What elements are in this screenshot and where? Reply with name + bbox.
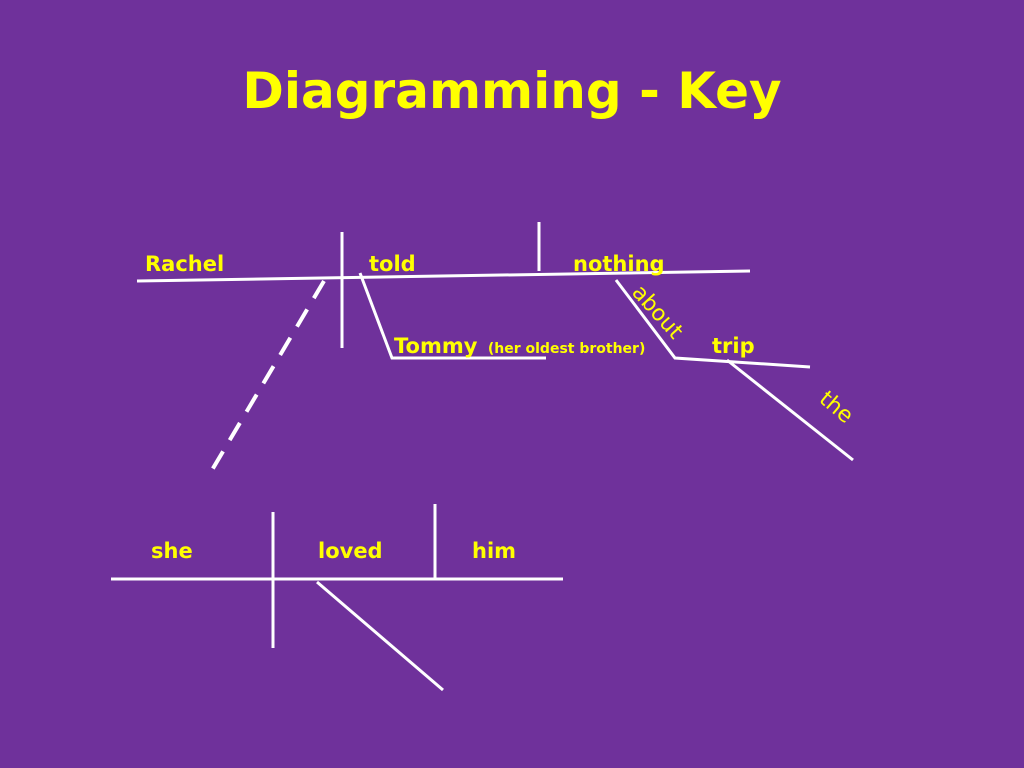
sub-modifier-line xyxy=(316,580,444,692)
word-appositive: (her oldest brother) xyxy=(488,341,645,357)
word-article: the xyxy=(814,386,858,428)
indirect-object-group: Tommy (her oldest brother) xyxy=(394,334,645,358)
word-sub-object: him xyxy=(472,539,516,563)
article-modifier-line xyxy=(726,358,854,462)
indirect-object-line xyxy=(358,272,546,360)
clause-connector-dashed-line xyxy=(210,279,326,472)
word-sub-subject: she xyxy=(151,539,193,563)
word-direct-object: nothing xyxy=(573,252,665,276)
word-indirect-object: Tommy xyxy=(394,334,478,358)
slide-title: Diagramming - Key xyxy=(242,62,782,120)
main-baseline xyxy=(136,269,751,283)
word-subject: Rachel xyxy=(145,252,224,276)
word-prep-object: trip xyxy=(712,334,755,358)
word-verb: told xyxy=(369,252,416,276)
word-sub-verb: loved xyxy=(318,539,383,563)
preposition-line xyxy=(614,279,811,369)
